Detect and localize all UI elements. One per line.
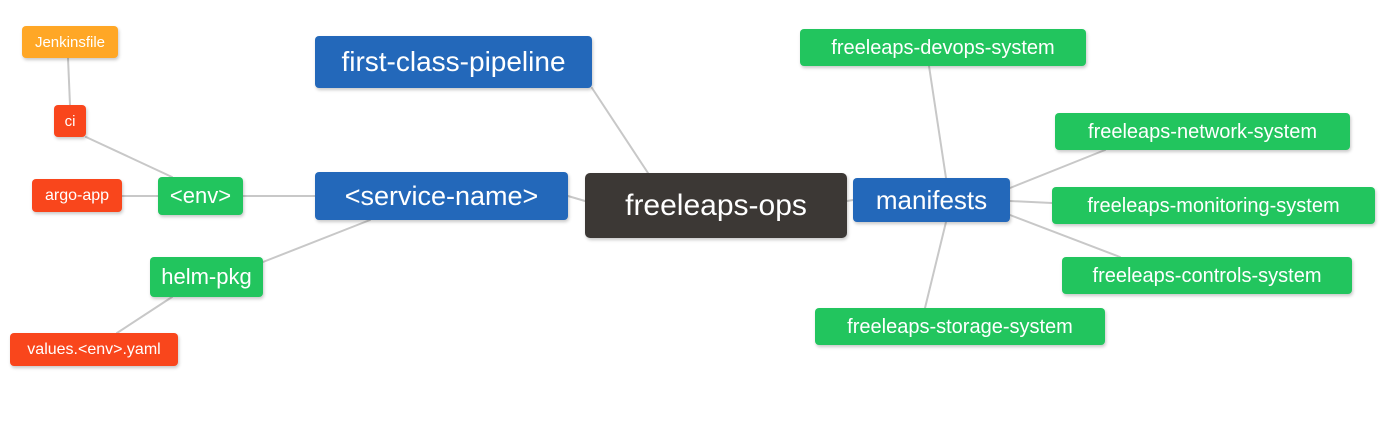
mindmap-edge-devops-system-to-manifests xyxy=(928,65,947,179)
mindmap-edge-manifests-to-controls-system xyxy=(1009,214,1121,258)
mindmap-node-manifests[interactable]: manifests xyxy=(853,178,1010,222)
mindmap-node-jenkinsfile[interactable]: Jenkinsfile xyxy=(22,26,118,58)
mindmap-edge-ci-to-env xyxy=(85,136,173,178)
mindmap-node-storage-system[interactable]: freeleaps-storage-system xyxy=(815,308,1105,345)
mindmap-node-service-name[interactable]: <service-name> xyxy=(315,172,568,220)
mindmap-node-controls-system[interactable]: freeleaps-controls-system xyxy=(1062,257,1352,294)
mindmap-edge-service-name-to-freeleaps-ops xyxy=(567,195,586,202)
mindmap-node-first-class-pipeline[interactable]: first-class-pipeline xyxy=(315,36,592,88)
mindmap-node-devops-system[interactable]: freeleaps-devops-system xyxy=(800,29,1086,66)
mindmap-node-network-system[interactable]: freeleaps-network-system xyxy=(1055,113,1350,150)
mindmap-edge-jenkinsfile-to-ci xyxy=(67,57,71,106)
mindmap-edge-freeleaps-ops-to-manifests xyxy=(846,199,854,202)
mindmap-edge-helm-pkg-to-service-name xyxy=(262,219,371,263)
mindmap-node-values-yaml[interactable]: values.<env>.yaml xyxy=(10,333,178,366)
mindmap-edge-first-class-pipeline-to-freeleaps-ops xyxy=(591,87,649,174)
mindmap-edge-manifests-to-network-system xyxy=(1009,149,1106,189)
mindmap-edge-manifests-to-storage-system xyxy=(924,221,947,309)
mindmap-node-argo-app[interactable]: argo-app xyxy=(32,179,122,212)
mindmap-node-env[interactable]: <env> xyxy=(158,177,243,215)
mindmap-node-monitoring-system[interactable]: freeleaps-monitoring-system xyxy=(1052,187,1375,224)
mindmap-node-ci[interactable]: ci xyxy=(54,105,86,137)
mindmap-edge-helm-pkg-to-values-yaml xyxy=(116,296,173,334)
mindmap-edge-manifests-to-monitoring-system xyxy=(1009,200,1053,204)
mindmap-node-helm-pkg[interactable]: helm-pkg xyxy=(150,257,263,297)
mindmap-node-freeleaps-ops[interactable]: freeleaps-ops xyxy=(585,173,847,238)
